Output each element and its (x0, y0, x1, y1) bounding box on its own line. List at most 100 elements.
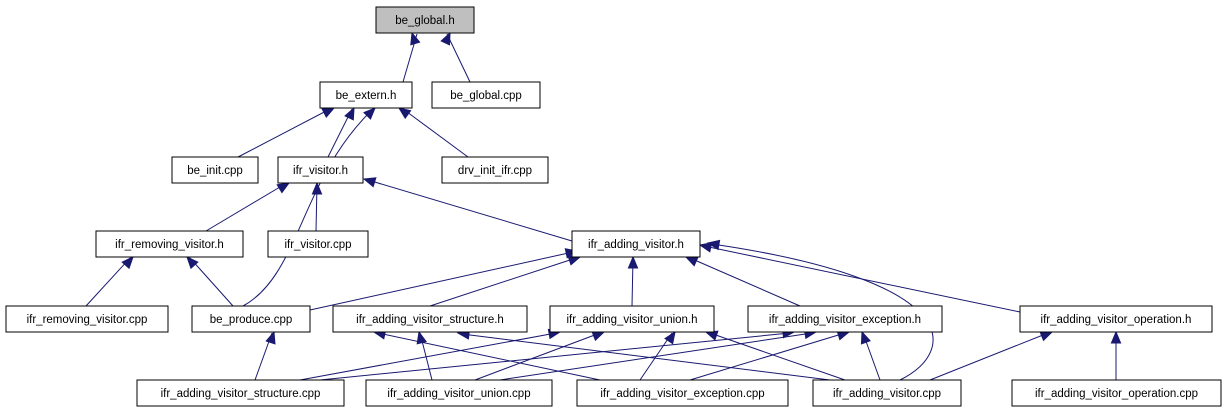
node-box[interactable] (812, 379, 962, 407)
edge (362, 177, 573, 242)
edge (402, 31, 421, 83)
node-label: ifr_adding_visitor_operation.cpp (1035, 388, 1198, 400)
arrow-head-icon (591, 331, 606, 342)
node-label: ifr_adding_visitor_operation.h (1041, 314, 1192, 326)
graph-node-ifr-adding-visitor-cpp[interactable]: ifr_adding_visitor.cpp (812, 379, 962, 407)
node-label: be_global.cpp (450, 90, 522, 102)
arrow-head-icon (276, 182, 291, 194)
node-box[interactable] (95, 230, 244, 258)
node-label: ifr_removing_visitor.h (115, 239, 224, 251)
node-box[interactable] (191, 305, 311, 333)
graph-node-be-global-h[interactable]: be_global.h (375, 6, 475, 34)
graph-node-ifr-visitor-cpp[interactable]: ifr_visitor.cpp (267, 230, 369, 258)
arrow-head-icon (362, 177, 377, 188)
edge (397, 107, 469, 158)
node-label: drv_init_ifr.cpp (458, 165, 532, 177)
node-label: ifr_visitor.h (293, 165, 348, 177)
graph-node-ifr-removing-visitor-cpp[interactable]: ifr_removing_visitor.cpp (5, 305, 169, 333)
node-box[interactable] (319, 81, 413, 109)
arrow-head-icon (410, 31, 421, 46)
node-box[interactable] (267, 230, 369, 258)
node-label: be_global.h (395, 15, 454, 27)
arrow-head-icon (684, 256, 699, 267)
edge (440, 31, 471, 83)
arrow-head-icon (627, 255, 639, 269)
arrow-head-icon (363, 107, 376, 120)
arrow-head-icon (664, 330, 676, 345)
edge (237, 107, 336, 158)
graph-node-be-extern-h[interactable]: be_extern.h (319, 81, 413, 109)
node-box[interactable] (1011, 379, 1222, 407)
node-label: ifr_removing_visitor.cpp (27, 314, 148, 326)
node-box[interactable] (576, 379, 789, 407)
node-layer: be_global.h be_extern.h be_global.cpp be_in… (5, 6, 1222, 407)
node-box[interactable] (136, 379, 345, 407)
node-box[interactable] (1019, 305, 1213, 333)
node-box[interactable] (332, 305, 528, 333)
node-label: ifr_adding_visitor_structure.cpp (161, 388, 321, 400)
graph-node-ifr-adding-visitor-structure-h[interactable]: ifr_adding_visitor_structure.h (332, 305, 528, 333)
edge (474, 331, 606, 381)
node-box[interactable] (431, 81, 541, 109)
node-label: ifr_adding_visitor.h (588, 239, 684, 251)
graph-node-ifr-adding-visitor-structure-cpp[interactable]: ifr_adding_visitor_structure.cpp (136, 379, 345, 407)
arrow-head-icon (186, 256, 199, 270)
node-label: ifr_visitor.cpp (284, 239, 351, 251)
node-label: ifr_adding_visitor_union.cpp (387, 388, 530, 400)
edge (1110, 330, 1122, 380)
arrow-head-icon (698, 242, 713, 253)
graph-node-ifr-adding-visitor-exception-cpp[interactable]: ifr_adding_visitor_exception.cpp (576, 379, 789, 407)
graph-node-ifr-adding-visitor-operation-h[interactable]: ifr_adding_visitor_operation.h (1019, 305, 1213, 333)
node-box[interactable] (549, 305, 715, 333)
graph-node-ifr-adding-visitor-exception-h[interactable]: ifr_adding_visitor_exception.h (747, 305, 943, 333)
graph-node-be-global-cpp[interactable]: be_global.cpp (431, 81, 541, 109)
arrow-head-icon (440, 31, 451, 46)
edge (309, 248, 579, 311)
node-label: ifr_adding_visitor.cpp (833, 388, 941, 400)
graph-node-be-produce-cpp[interactable]: be_produce.cpp (191, 305, 311, 333)
edge (698, 242, 1021, 313)
arrow-head-icon (1110, 330, 1122, 344)
node-label: ifr_adding_visitor_exception.cpp (600, 388, 764, 400)
edge (860, 330, 881, 381)
graph-node-ifr-adding-visitor-h[interactable]: ifr_adding_visitor.h (571, 230, 701, 258)
edge (327, 106, 355, 158)
node-box[interactable] (171, 156, 259, 184)
edge (429, 255, 582, 307)
node-box[interactable] (365, 379, 553, 407)
edge (205, 182, 291, 232)
graph-node-ifr-adding-visitor-operation-cpp[interactable]: ifr_adding_visitor_operation.cpp (1011, 379, 1222, 407)
graph-node-ifr-adding-visitor-union-h[interactable]: ifr_adding_visitor_union.h (549, 305, 715, 333)
edge (242, 107, 376, 307)
node-box[interactable] (375, 6, 475, 34)
node-box[interactable] (747, 305, 943, 333)
graph-node-ifr-visitor-h[interactable]: ifr_visitor.h (277, 156, 364, 184)
edge (254, 330, 276, 381)
graph-node-ifr-removing-visitor-h[interactable]: ifr_removing_visitor.h (95, 230, 244, 258)
node-box[interactable] (571, 230, 701, 258)
graph-node-be-init-cpp[interactable]: be_init.cpp (171, 156, 259, 184)
arrow-head-icon (321, 107, 336, 118)
graph-node-ifr-adding-visitor-union-cpp[interactable]: ifr_adding_visitor_union.cpp (365, 379, 553, 407)
edge (929, 331, 1054, 381)
node-label: be_extern.h (336, 90, 397, 102)
graph-node-drv-init-ifr-cpp[interactable]: drv_init_ifr.cpp (441, 156, 549, 184)
arrow-head-icon (860, 330, 871, 345)
node-box[interactable] (5, 305, 169, 333)
edge (319, 327, 796, 381)
edge (627, 255, 639, 307)
arrow-head-icon (265, 330, 276, 345)
edge (311, 181, 323, 232)
edge (639, 330, 676, 381)
node-box[interactable] (441, 156, 549, 184)
arrow-head-icon (706, 239, 721, 251)
node-label: ifr_adding_visitor_structure.h (356, 314, 504, 326)
arrow-head-icon (121, 256, 134, 270)
arrow-head-icon (344, 106, 355, 121)
edge (85, 256, 134, 307)
edge (186, 256, 234, 307)
node-label: ifr_adding_visitor_exception.h (769, 314, 921, 326)
node-box[interactable] (277, 156, 364, 184)
